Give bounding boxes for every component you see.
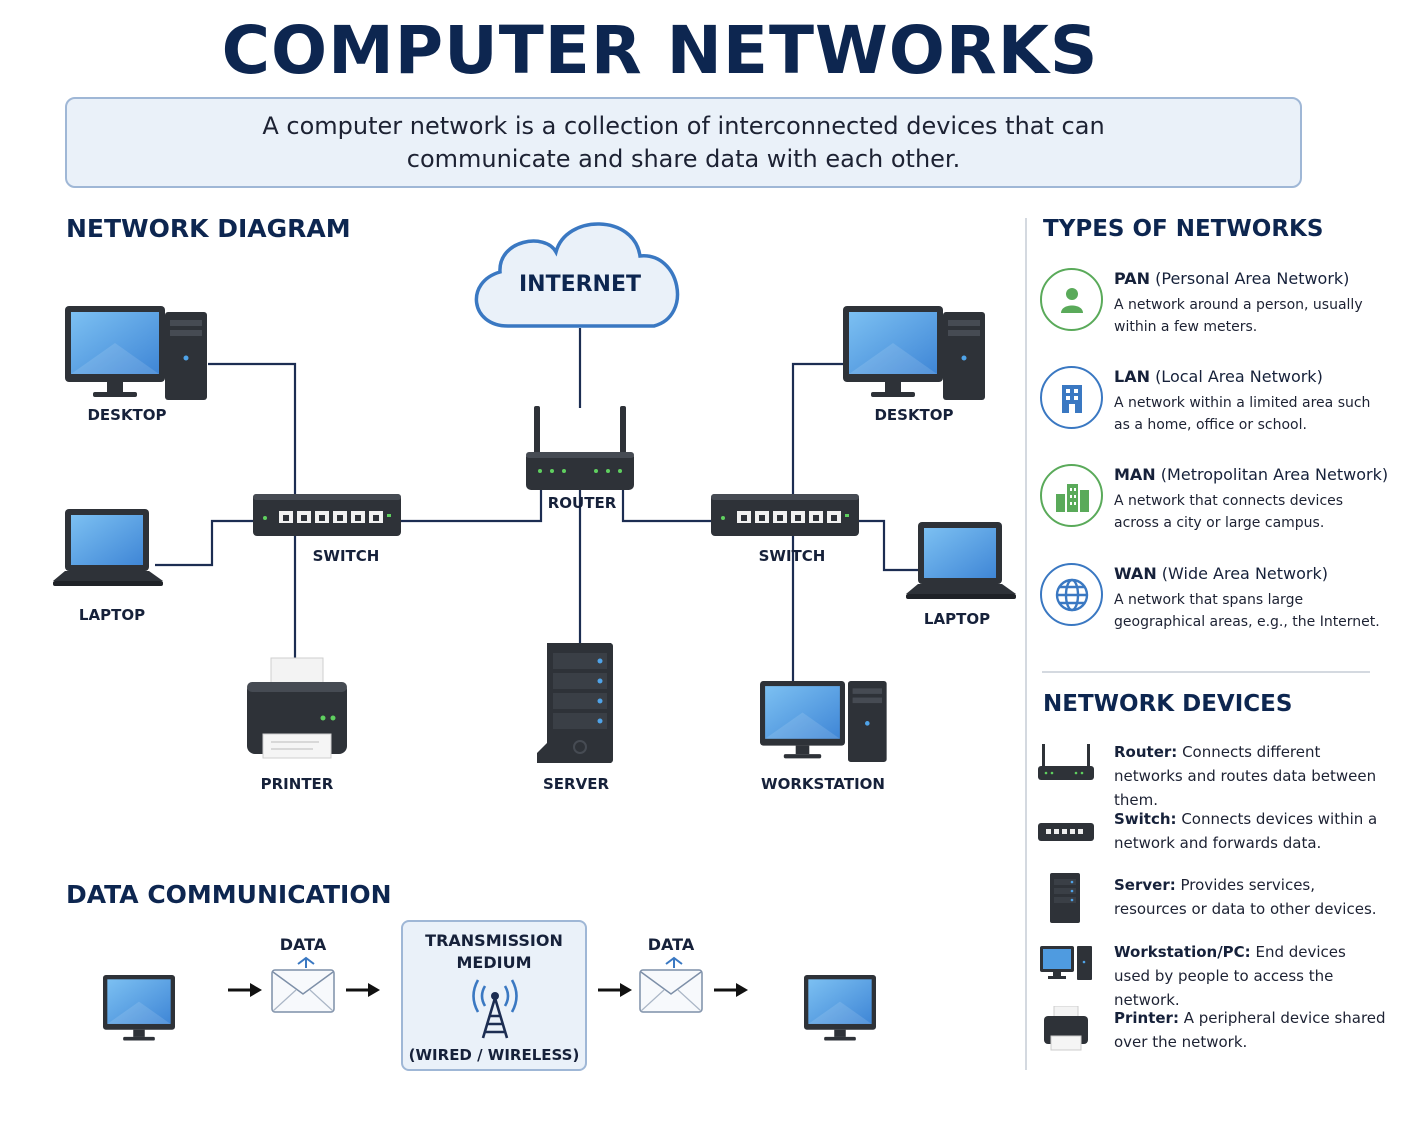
arrow-4 xyxy=(712,981,750,999)
type-name: (Personal Area Network) xyxy=(1155,269,1350,288)
city-icon xyxy=(1040,464,1103,527)
switch-left-device xyxy=(253,494,401,536)
switch-right-device xyxy=(711,494,859,536)
desktop-right-device xyxy=(843,306,985,400)
laptop-left-label: LAPTOP xyxy=(78,606,146,624)
data-label-1: DATA xyxy=(279,935,327,954)
type-name: (Metropolitan Area Network) xyxy=(1160,465,1389,484)
type-abbr: PAN xyxy=(1114,269,1151,288)
vertical-divider xyxy=(1025,218,1027,1070)
medium-label-line1: TRANSMISSION xyxy=(425,931,563,950)
laptop-right-device xyxy=(906,522,1016,599)
type-item-man: MAN (Metropolitan Area Network) A networ… xyxy=(1040,464,1389,554)
device-desc: Connects devices within a network and fo… xyxy=(1114,810,1378,852)
device-name: Router: xyxy=(1114,743,1178,761)
devices-heading: NETWORK DEVICES xyxy=(1043,691,1293,717)
printer-label: PRINTER xyxy=(260,775,334,793)
workstation-device xyxy=(760,681,887,762)
receiver-monitor xyxy=(804,975,876,1041)
type-abbr: LAN xyxy=(1114,367,1150,386)
server-label: SERVER xyxy=(542,775,609,793)
laptop-left-device xyxy=(53,509,163,586)
type-name: (Wide Area Network) xyxy=(1161,564,1328,583)
globe-icon xyxy=(1040,563,1103,626)
device-desc: Connects different networks and routes d… xyxy=(1114,743,1377,809)
antenna-icon xyxy=(465,978,525,1040)
device-item-switch: Switch: Connects devices within a networ… xyxy=(1036,807,1386,859)
workstation-label: WORKSTATION xyxy=(761,775,885,793)
horizontal-divider xyxy=(1042,671,1370,673)
router-label: ROUTER xyxy=(547,494,617,512)
medium-sublabel: (WIRED / WIRELESS) xyxy=(408,1046,580,1064)
data-envelope-1 xyxy=(271,956,335,1013)
data-communication-heading: DATA COMMUNICATION xyxy=(66,880,392,909)
internet-cloud xyxy=(474,222,680,328)
building-icon xyxy=(1040,366,1103,429)
connection-lines xyxy=(155,328,918,682)
arrow-3 xyxy=(596,981,634,999)
type-abbr: WAN xyxy=(1114,564,1157,583)
router-icon xyxy=(1036,740,1098,792)
arrow-1 xyxy=(226,981,264,999)
intro-box: A computer network is a collection of in… xyxy=(65,97,1302,188)
desktop-left-device xyxy=(65,306,207,400)
printer-device xyxy=(247,657,347,759)
type-item-wan: WAN (Wide Area Network) A network that s… xyxy=(1040,563,1385,653)
type-desc: A network within a limited area such as … xyxy=(1114,395,1371,433)
desktop-right-label: DESKTOP xyxy=(874,406,954,424)
workstation-icon xyxy=(1036,940,1098,992)
device-desc: End devices used by people to access the… xyxy=(1114,943,1346,1009)
laptop-right-label: LAPTOP xyxy=(923,610,991,628)
server-icon xyxy=(1036,873,1098,925)
arrow-2 xyxy=(344,981,382,999)
network-diagram-heading: NETWORK DIAGRAM xyxy=(66,214,351,243)
data-envelope-2 xyxy=(639,956,703,1013)
type-desc: A network around a person, usually withi… xyxy=(1114,297,1363,335)
sender-monitor xyxy=(103,975,175,1041)
type-item-lan: LAN (Local Area Network) A network withi… xyxy=(1040,366,1385,456)
device-item-printer: Printer: A peripheral device shared over… xyxy=(1036,1005,1386,1058)
server-device xyxy=(537,643,613,763)
switch-right-label: SWITCH xyxy=(758,547,826,565)
type-desc: A network that spans large geographical … xyxy=(1114,592,1380,630)
device-name: Printer: xyxy=(1114,1009,1179,1027)
type-desc: A network that connects devices across a… xyxy=(1114,493,1344,531)
device-item-workstation: Workstation/PC: End devices used by peop… xyxy=(1036,940,1386,1009)
type-item-pan: PAN (Personal Area Network) A network ar… xyxy=(1040,268,1385,358)
page-title: COMPUTER NETWORKS xyxy=(221,12,1099,89)
switch-left-label: SWITCH xyxy=(312,547,380,565)
internet-label: INTERNET xyxy=(518,272,642,297)
medium-label-line2: MEDIUM xyxy=(456,953,532,972)
printer-icon xyxy=(1036,1005,1098,1058)
device-item-router: Router: Connects different networks and … xyxy=(1036,740,1386,809)
device-name: Server: xyxy=(1114,876,1176,894)
person-icon xyxy=(1040,268,1103,331)
router-device xyxy=(526,406,634,490)
type-abbr: MAN xyxy=(1114,465,1156,484)
device-desc: Provides services, resources or data to … xyxy=(1114,876,1377,918)
device-name: Workstation/PC: xyxy=(1114,943,1251,961)
switch-icon xyxy=(1036,807,1098,859)
data-label-2: DATA xyxy=(647,935,695,954)
type-name: (Local Area Network) xyxy=(1155,367,1323,386)
types-heading: TYPES OF NETWORKS xyxy=(1043,216,1324,242)
transmission-medium-box: TRANSMISSION MEDIUM (WIRED / WIRELESS) xyxy=(401,920,587,1071)
device-name: Switch: xyxy=(1114,810,1177,828)
desktop-left-label: DESKTOP xyxy=(87,406,167,424)
device-desc: A peripheral device shared over the netw… xyxy=(1114,1009,1386,1051)
device-item-server: Server: Provides services, resources or … xyxy=(1036,873,1386,925)
